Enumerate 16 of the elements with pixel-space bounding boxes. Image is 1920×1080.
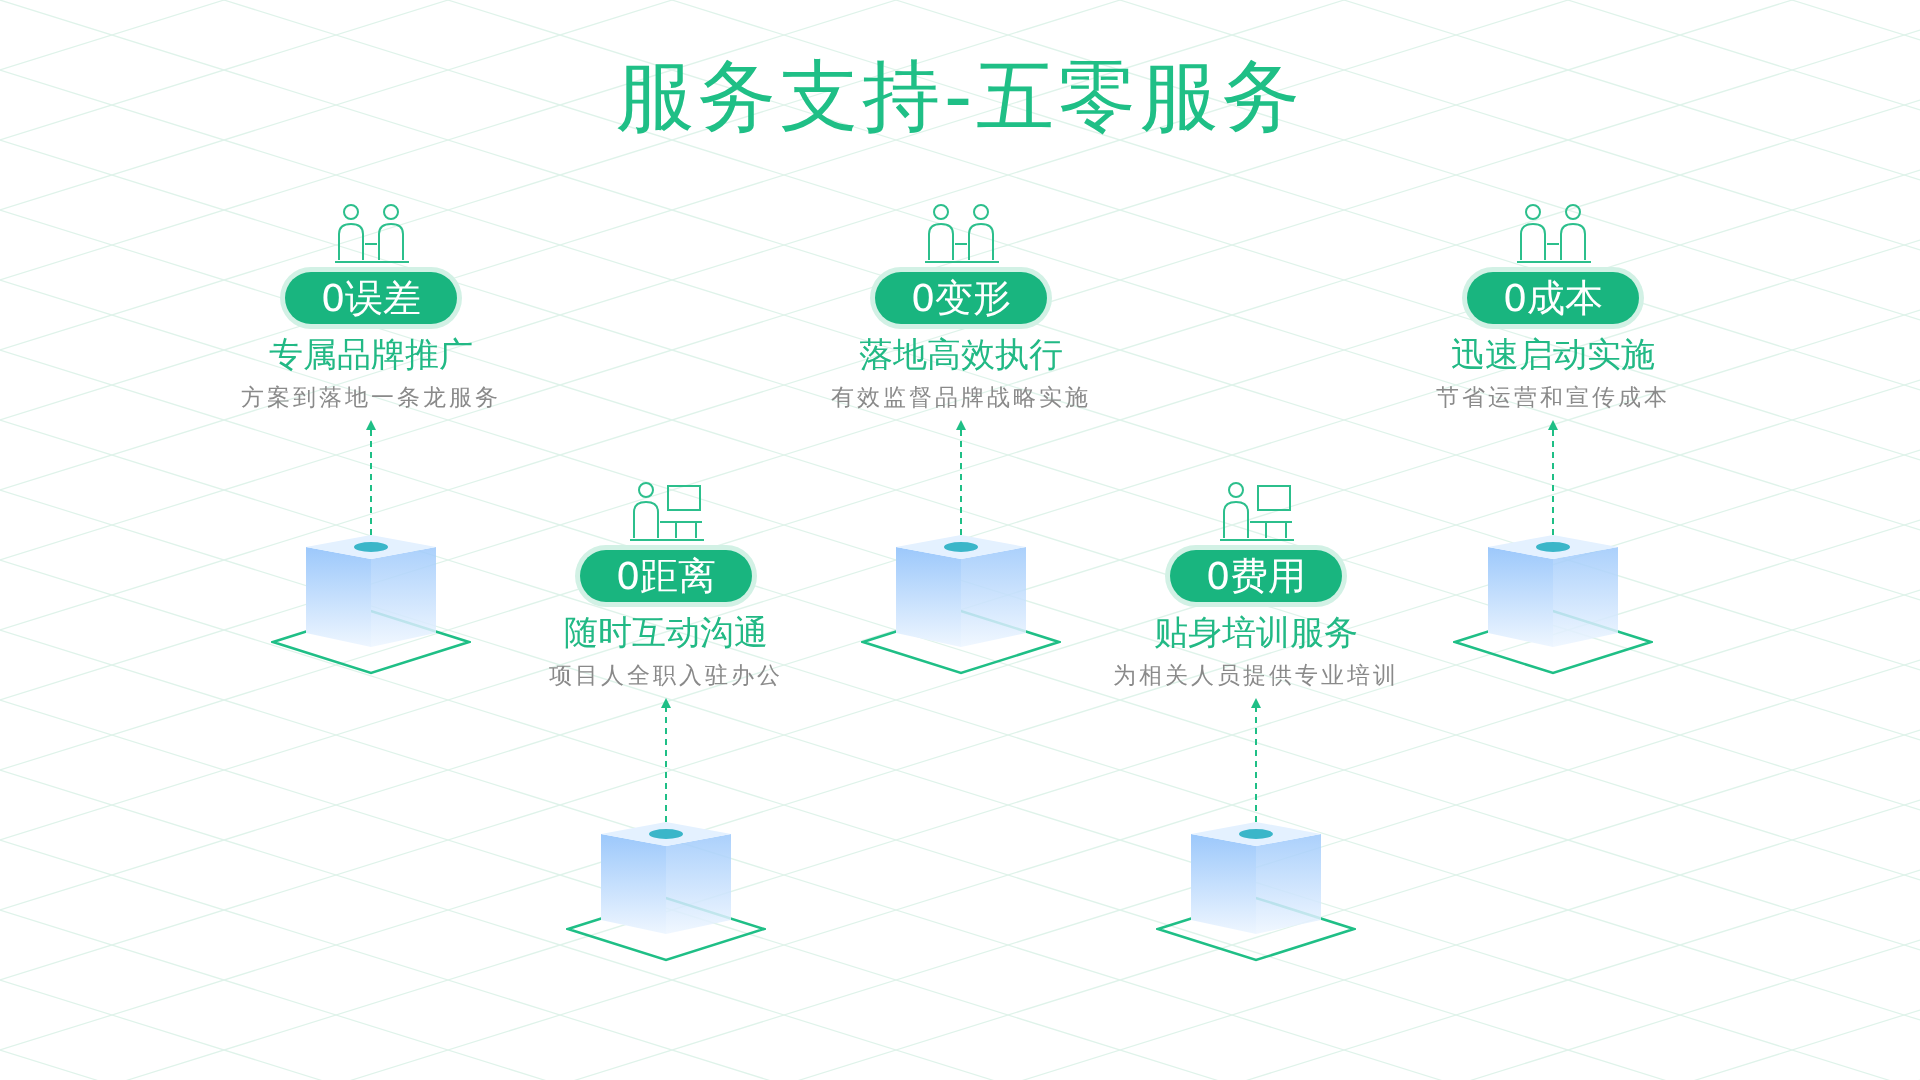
title-text: 专属品牌推广 bbox=[268, 333, 474, 376]
subtitle-text: 节省运营和宣传成本 bbox=[1435, 383, 1671, 412]
title-text: 迅速启动实施 bbox=[1450, 333, 1656, 376]
dashed-arrow bbox=[1251, 698, 1261, 823]
title-text: 落地高效执行 bbox=[858, 333, 1064, 376]
subtitle-text: 项目人全职入驻办公 bbox=[548, 661, 784, 690]
dashed-arrow bbox=[366, 420, 376, 536]
title: 服务支持-五零服务 bbox=[614, 50, 1306, 143]
dashed-arrow bbox=[956, 420, 966, 536]
title-text: 贴身培训服务 bbox=[1153, 611, 1359, 654]
subtitle-text: 有效监督品牌战略实施 bbox=[830, 383, 1092, 412]
subtitle-text: 为相关人员提供专业培训 bbox=[1112, 661, 1400, 690]
title-text: 随时互动沟通 bbox=[563, 611, 769, 654]
dashed-arrow bbox=[661, 698, 671, 823]
subtitle-text: 方案到落地一条龙服务 bbox=[240, 383, 502, 412]
dashed-arrow bbox=[1548, 420, 1558, 536]
